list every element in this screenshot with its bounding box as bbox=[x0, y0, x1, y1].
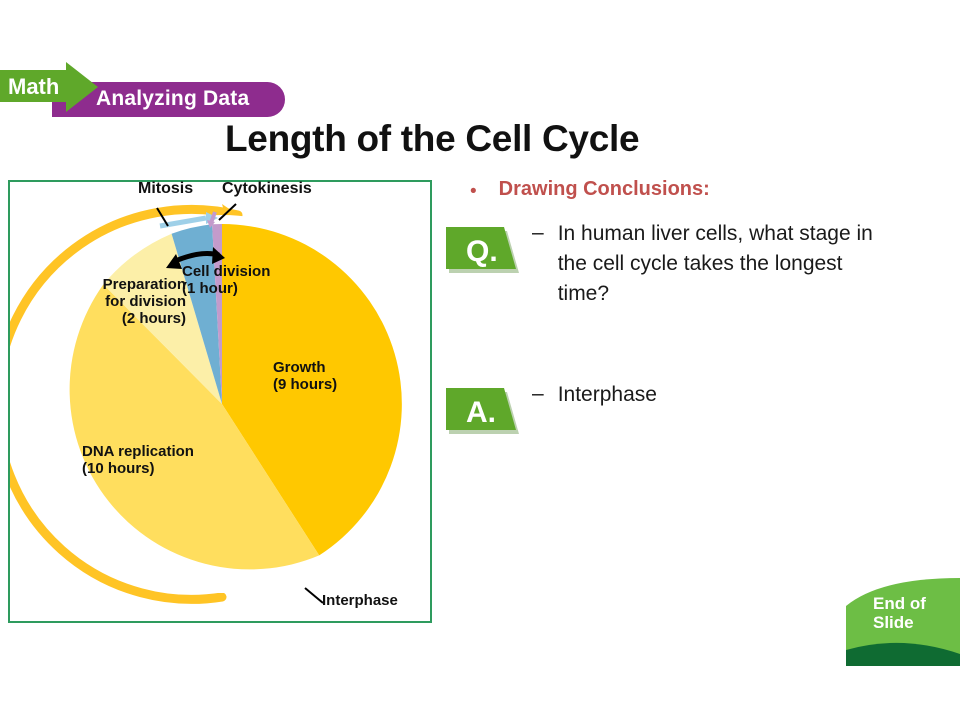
end-of-slide-button[interactable]: End of Slide bbox=[846, 578, 960, 666]
question-badge-icon: Q. bbox=[446, 227, 519, 273]
label-cytokinesis: Cytokinesis bbox=[222, 180, 312, 197]
label-preparation-line3: (2 hours) bbox=[121, 309, 186, 327]
label-dna-replication: DNA replication (10 hours) bbox=[82, 443, 194, 478]
cell-cycle-pie-chart bbox=[10, 203, 411, 604]
end-of-slide-shape bbox=[846, 578, 960, 666]
interphase-leader-line bbox=[304, 587, 324, 604]
slice-cytokinesis bbox=[212, 224, 222, 404]
end-of-slide-line2: Slide bbox=[873, 613, 914, 633]
end-badge-light bbox=[846, 578, 960, 666]
cytokinesis-leader-line bbox=[218, 203, 237, 221]
drawing-conclusions-heading: • Drawing Conclusions: bbox=[470, 178, 940, 201]
label-cell-division-line1: Cell division bbox=[182, 263, 271, 280]
label-growth-line2: (9 hours) bbox=[273, 375, 338, 393]
label-interphase: Interphase bbox=[322, 592, 398, 609]
answer-text: Interphase bbox=[557, 383, 657, 407]
cell-cycle-figure: Mitosis Cytokinesis Cell division (1 hou… bbox=[8, 180, 432, 623]
answer-body: – Interphase bbox=[532, 380, 940, 410]
ring-gap bbox=[33, 215, 411, 593]
slice-preparation bbox=[103, 233, 222, 404]
arrow-body bbox=[0, 70, 72, 102]
cell-division-arrow-head-right bbox=[212, 247, 225, 264]
slice-mitosis bbox=[171, 224, 222, 404]
answer-badge-icon: A. bbox=[446, 388, 519, 435]
arrow-head bbox=[66, 62, 98, 112]
cell-division-arrow-head-left bbox=[166, 254, 182, 269]
bullet-marker: • bbox=[470, 181, 477, 202]
slice-dna-replication bbox=[69, 284, 320, 570]
answer-dash: – bbox=[532, 382, 544, 406]
content-panel: • Drawing Conclusions: Q. – In human liv… bbox=[446, 178, 940, 452]
label-cell-division: Cell division (1 hour) bbox=[182, 263, 271, 298]
math-arrow-label: Math bbox=[8, 74, 60, 99]
interphase-arrow-head bbox=[222, 204, 238, 225]
question-body: – In human liver cells, what stage in th… bbox=[532, 219, 940, 308]
drawing-conclusions-label: Drawing Conclusions: bbox=[498, 178, 710, 200]
banner-bar-label: Analyzing Data bbox=[96, 87, 250, 110]
slice-growth bbox=[222, 224, 402, 556]
answer-badge-text: A. bbox=[466, 396, 496, 429]
label-mitosis: Mitosis bbox=[138, 180, 194, 197]
label-preparation: Preparation for division (2 hours) bbox=[78, 276, 186, 327]
question-text: In human liver cells, what stage in the … bbox=[557, 222, 873, 305]
end-of-slide-label: End of Slide bbox=[873, 594, 926, 632]
end-badge-dark bbox=[846, 642, 960, 666]
label-growth: Growth (9 hours) bbox=[273, 359, 338, 394]
interphase-arc bbox=[10, 204, 243, 604]
label-dna-line1: DNA replication bbox=[82, 443, 194, 460]
question-dash: – bbox=[532, 221, 544, 244]
answer-row: A. – Interphase bbox=[446, 380, 940, 452]
end-of-slide-line1: End of bbox=[873, 594, 926, 613]
label-preparation-line2: for division bbox=[105, 292, 186, 310]
label-growth-line1: Growth bbox=[273, 359, 326, 376]
question-row: Q. – In human liver cells, what stage in… bbox=[446, 219, 940, 308]
question-badge-text: Q. bbox=[466, 235, 498, 268]
label-dna-line2: (10 hours) bbox=[82, 459, 155, 477]
label-cell-division-line2: (1 hour) bbox=[182, 279, 238, 297]
cytokinesis-bracket-head bbox=[207, 220, 215, 228]
analyzing-data-banner: Analyzing Data Math bbox=[0, 62, 300, 118]
label-preparation-line1: Preparation bbox=[102, 276, 186, 293]
math-arrow-icon bbox=[0, 62, 100, 112]
mitosis-leader-line bbox=[156, 207, 169, 227]
page-title: Length of the Cell Cycle bbox=[225, 118, 640, 159]
